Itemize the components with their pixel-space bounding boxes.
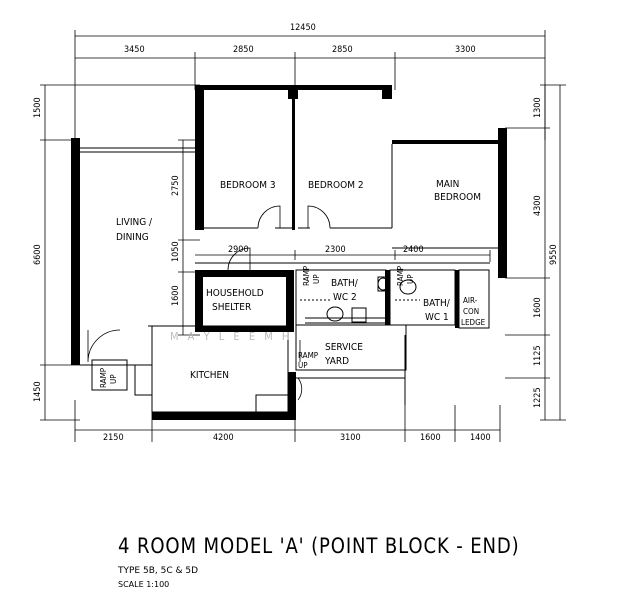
label-main-bedroom-1: MAIN [436, 179, 459, 190]
dimension-lines [40, 30, 566, 442]
walls [71, 85, 507, 420]
dim-left-1: 1500 [33, 97, 43, 118]
dim-right-3: 1600 [533, 297, 543, 318]
plan-scale: SCALE 1:100 [118, 580, 170, 589]
label-aircon-3: LEDGE [461, 318, 486, 327]
label-ramp-entrance-a: RAMP [99, 367, 108, 388]
label-service-1: SERVICE [325, 342, 363, 353]
label-ramp-service-b: UP [298, 361, 308, 370]
dim-corridor-2: 2300 [325, 245, 346, 255]
dim-top-3: 2850 [332, 45, 353, 55]
dim-right-5: 1225 [533, 387, 543, 408]
dim-right-4: 1125 [533, 345, 543, 366]
label-ramp-bath1: RAMP [396, 265, 405, 286]
label-living-2: DINING [116, 232, 149, 243]
dim-right-2: 4300 [533, 195, 543, 216]
label-shelter-2: SHELTER [212, 302, 251, 313]
dim-left-inner-2: 1050 [171, 241, 181, 262]
label-bath2-1: BATH/ [331, 278, 359, 289]
watermark: M A Y L E E M H [170, 330, 292, 343]
dim-bottom-3: 3100 [340, 433, 361, 443]
label-living-1: LIVING / [116, 217, 153, 228]
dim-bottom-4: 1600 [420, 433, 441, 443]
label-shelter-1: HOUSEHOLD [206, 288, 264, 299]
dim-top-4: 3300 [455, 45, 476, 55]
dim-top-2: 2850 [233, 45, 254, 55]
label-bedroom-2: BEDROOM 2 [308, 180, 364, 191]
label-bath2-2: WC 2 [333, 292, 357, 303]
label-main-bedroom-2: BEDROOM [434, 192, 481, 203]
dim-top-overall: 12450 [290, 23, 316, 33]
label-aircon-2: CON [463, 307, 479, 316]
dim-corridor-1: 2900 [228, 245, 249, 255]
label-bedroom-3: BEDROOM 3 [220, 180, 276, 191]
dim-bottom-5: 1400 [470, 433, 491, 443]
dim-left-2: 6600 [33, 244, 43, 265]
dim-left-3: 1450 [33, 381, 43, 402]
dim-top-1: 3450 [124, 45, 145, 55]
label-kitchen: KITCHEN [190, 370, 229, 381]
plan-type: TYPE 5B, 5C & 5D [118, 566, 198, 576]
label-ramp-bath2: RAMP [302, 265, 311, 286]
dim-corridor-3: 2400 [403, 245, 424, 255]
dim-bottom-1: 2150 [103, 433, 124, 443]
dim-right-1: 1300 [533, 97, 543, 118]
plan-title: 4 ROOM MODEL 'A' (POINT BLOCK - END) [118, 534, 520, 558]
dimension-labels: 12450 3450 2850 2850 3300 2150 4200 3100… [33, 23, 559, 443]
label-ramp-entrance-b: UP [109, 374, 118, 384]
label-ramp-bath2-up: UP [312, 274, 321, 284]
label-bath1-2: WC 1 [425, 312, 449, 323]
door-swings [87, 205, 331, 401]
label-service-2: YARD [324, 356, 349, 367]
dim-left-inner-1: 2750 [171, 175, 181, 196]
room-labels: BEDROOM 3 BEDROOM 2 MAIN BEDROOM LIVING … [99, 179, 486, 388]
dim-right-overall: 9550 [549, 244, 559, 265]
dim-bottom-2: 4200 [213, 433, 234, 443]
label-aircon-1: AIR- [463, 296, 478, 305]
dim-left-inner-3: 1600 [171, 285, 181, 306]
label-bath1-1: BATH/ [423, 298, 451, 309]
label-ramp-service-a: RAMP [298, 351, 319, 360]
label-ramp-bath1-up: UP [406, 274, 415, 284]
interior-lines [80, 144, 498, 413]
floor-plan: 12450 3450 2850 2850 3300 2150 4200 3100… [33, 23, 566, 443]
